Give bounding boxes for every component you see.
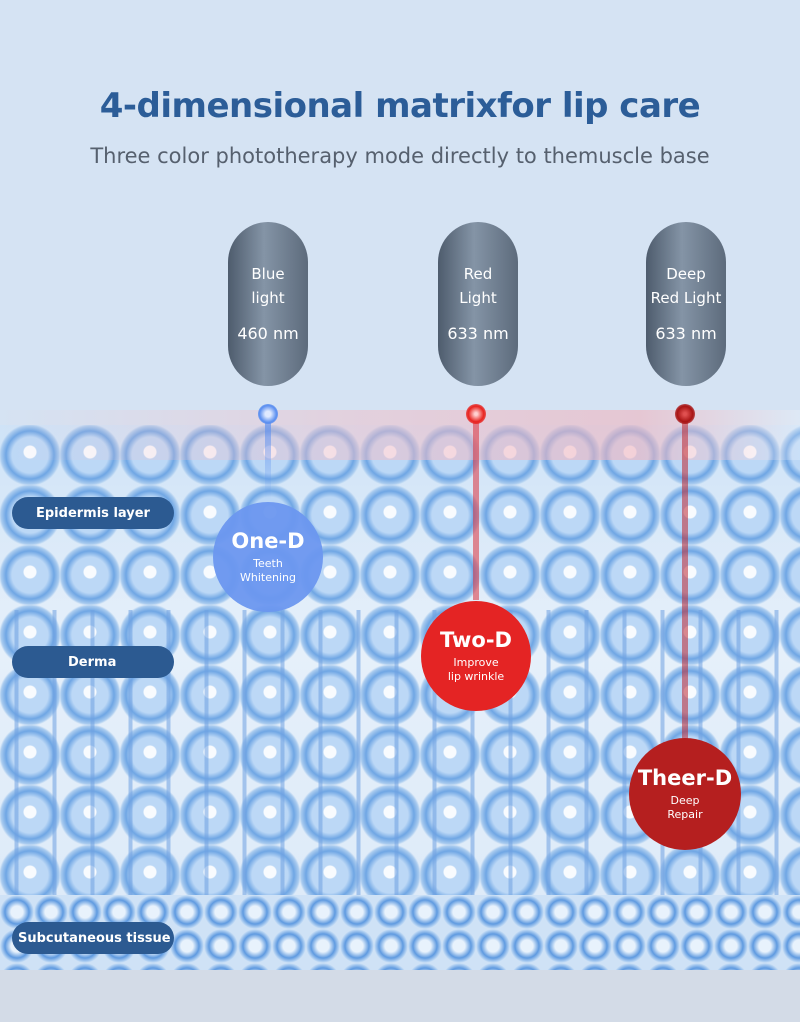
effect-two-d: Two-D Improve lip wrinkle — [421, 601, 531, 711]
light-pill-blue: Blue light 460 nm — [228, 222, 308, 386]
light-name: Light — [459, 289, 497, 307]
effect-title: Two-D — [440, 628, 512, 652]
skin-surface-glow — [0, 410, 800, 460]
bottom-band — [0, 970, 800, 1022]
effect-title: One-D — [231, 529, 305, 553]
deep-red-light-dot — [675, 404, 695, 424]
effect-title: Theer-D — [637, 766, 733, 790]
effect-desc: Deep — [670, 794, 700, 807]
wavelength: 633 nm — [447, 324, 509, 343]
effect-desc: Whitening — [240, 571, 296, 584]
red-light-beam — [473, 420, 479, 600]
layer-label-derma: Derma — [12, 646, 174, 678]
effect-theer-d: Theer-D Deep Repair — [629, 738, 741, 850]
page-subtitle: Three color phototherapy mode directly t… — [90, 144, 710, 168]
effect-desc: Repair — [667, 808, 703, 821]
effect-one-d: One-D Teeth Whitening — [213, 502, 323, 612]
light-name: Blue — [251, 265, 285, 283]
light-name: Deep — [666, 265, 706, 283]
blue-light-beam — [265, 420, 271, 500]
light-name: Red — [463, 265, 493, 283]
effect-desc: Teeth — [253, 557, 283, 570]
effect-desc: lip wrinkle — [447, 670, 505, 683]
red-light-dot — [466, 404, 486, 424]
blue-light-dot — [258, 404, 278, 424]
light-name: Red Light — [650, 289, 722, 307]
layer-label-subcutaneous: Subcutaneous tissue — [12, 922, 174, 954]
effect-desc: Improve — [453, 656, 499, 669]
wavelength: 460 nm — [237, 324, 299, 343]
light-name: light — [251, 289, 285, 307]
page-title: 4-dimensional matrixfor lip care — [99, 86, 701, 126]
wavelength: 633 nm — [655, 324, 717, 343]
layer-label-epidermis: Epidermis layer — [12, 497, 174, 529]
deep-red-light-beam — [682, 420, 688, 740]
